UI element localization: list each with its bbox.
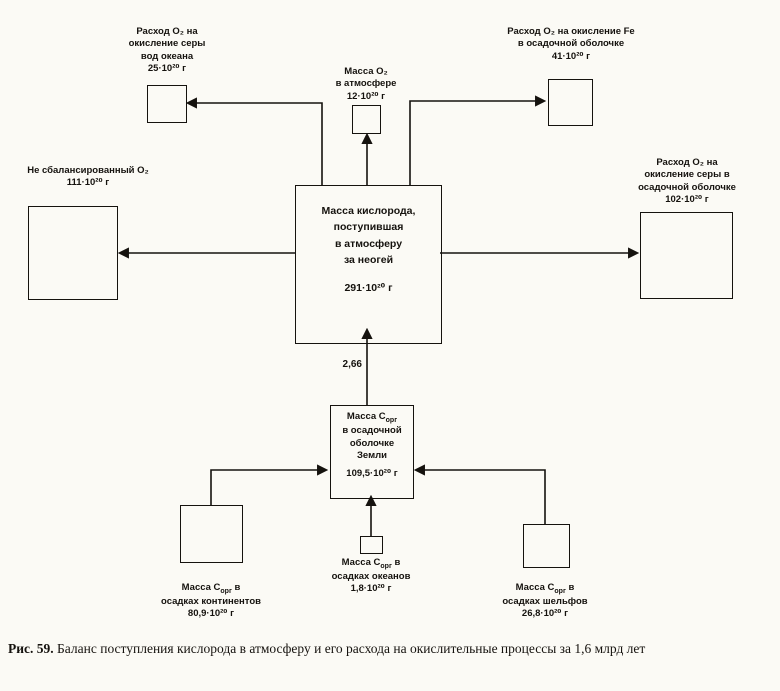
label-line: за неогей xyxy=(343,253,394,266)
label-value: 12·10²⁰ г xyxy=(346,90,386,102)
box-corg-shelves xyxy=(523,524,570,568)
label-subscript: орг xyxy=(220,587,232,595)
label-text: в xyxy=(231,582,241,593)
box-o2-atmosphere xyxy=(352,105,381,134)
box-corg-continents xyxy=(180,505,243,563)
figure-caption: Рис. 59. Баланс поступления кислорода в … xyxy=(8,639,760,659)
label-text: Масса С xyxy=(181,582,221,593)
figure-number: Рис. 59. xyxy=(8,641,54,656)
label-line: осадках шельфов xyxy=(502,595,588,607)
label-subscript: орг xyxy=(554,587,566,595)
label-line: Масса Сорг в xyxy=(306,557,436,571)
box-o2-total: Масса кислорода, поступившая в атмосферу… xyxy=(295,185,442,344)
label-line: Масса кислорода, xyxy=(321,205,416,217)
label-line: Земли xyxy=(356,450,387,462)
label-value: 1,8·10²⁰ г xyxy=(350,583,392,595)
label-line: Масса Сорг xyxy=(331,411,413,425)
label-corg-continents: Масса Сорг в осадках континентов 80,9·10… xyxy=(138,582,284,621)
label-value: 41·10²⁰ г xyxy=(551,50,591,62)
label-line: поступившая xyxy=(333,221,404,234)
label-text: в xyxy=(391,557,401,568)
label-subscript: орг xyxy=(380,562,392,570)
label-text: в xyxy=(565,582,575,593)
label-value: 111·10²⁰ г xyxy=(66,177,110,189)
label-text: Масса С xyxy=(346,411,386,422)
label-line: Расход O₂ на xyxy=(136,26,198,37)
label-line: Не сбалансированный O₂ xyxy=(27,165,149,176)
box-corg-total: Масса Сорг в осадочной оболочке Земли 10… xyxy=(330,405,414,499)
label-corg-oceans: Масса Сорг в осадках океанов 1,8·10²⁰ г xyxy=(306,557,436,596)
label-value: 25·10²⁰ г xyxy=(147,63,187,75)
label-line: осадках континентов xyxy=(161,595,261,607)
label-line: окисление серы xyxy=(128,38,206,50)
label-line: в атмосфере xyxy=(335,78,397,90)
box-o2-sulfur-sediment xyxy=(640,212,733,299)
label-line: в осадочной xyxy=(342,425,402,437)
figure-caption-text: Баланс поступления кислорода в атмосферу… xyxy=(57,641,646,656)
label-line: Масса Сорг в xyxy=(478,582,612,596)
label-text: Масса С xyxy=(341,557,381,568)
box-o2-unbalanced xyxy=(28,206,118,300)
flow-ratio-label: 2,66 xyxy=(342,359,362,370)
label-subscript: орг xyxy=(385,416,398,424)
label-corg-shelves: Масса Сорг в осадках шельфов 26,8·10²⁰ г xyxy=(478,582,612,621)
label-line: оболочке xyxy=(349,437,395,449)
box-o2-sulfur-ocean xyxy=(147,85,187,123)
label-line: Масса O₂ xyxy=(344,66,388,77)
label-line: в атмосферу xyxy=(334,237,403,250)
label-text: Масса С xyxy=(515,582,555,593)
label-o2-iron-oxidation: Расход O₂ на окисление Fe в осадочной об… xyxy=(492,26,650,63)
label-o2-sulfur-sediment: Расход O₂ на окисление серы в осадочной … xyxy=(612,157,762,206)
label-o2-sulfur-ocean: Расход O₂ на окисление серы вод океана 2… xyxy=(108,26,226,75)
box-corg-oceans xyxy=(360,536,383,554)
label-value: 80,9·10²⁰ г xyxy=(187,608,235,620)
label-line: окисление серы в xyxy=(644,169,730,181)
label-value: 109,5·10²⁰ г xyxy=(346,467,398,479)
label-value: 26,8·10²⁰ г xyxy=(521,608,569,620)
arrow-total-to-iron xyxy=(409,95,547,185)
label-o2-unbalanced: Не сбалансированный O₂ 111·10²⁰ г xyxy=(6,165,170,190)
label-line: вод океана xyxy=(140,50,194,62)
label-value: 102·10²⁰ г xyxy=(665,194,709,206)
label-line: осадочной оболочке xyxy=(638,181,736,193)
label-o2-atmosphere: Масса O₂ в атмосфере 12·10²⁰ г xyxy=(322,66,410,103)
arrow-total-to-sulfur-ocean xyxy=(185,97,323,185)
label-line: в осадочной оболочке xyxy=(517,38,625,50)
label-line: Масса Сорг в xyxy=(138,582,284,596)
label-line: Расход O₂ на xyxy=(656,157,718,168)
label-line: осадках океанов xyxy=(331,570,411,582)
arrow-shelves-to-corg xyxy=(413,464,546,524)
box-o2-iron-oxidation xyxy=(548,79,593,126)
label-value: 291·10²⁰ г xyxy=(344,282,393,295)
arrow-continents-to-corg xyxy=(210,464,329,505)
label-line: Расход O₂ на окисление Fe xyxy=(507,26,635,37)
